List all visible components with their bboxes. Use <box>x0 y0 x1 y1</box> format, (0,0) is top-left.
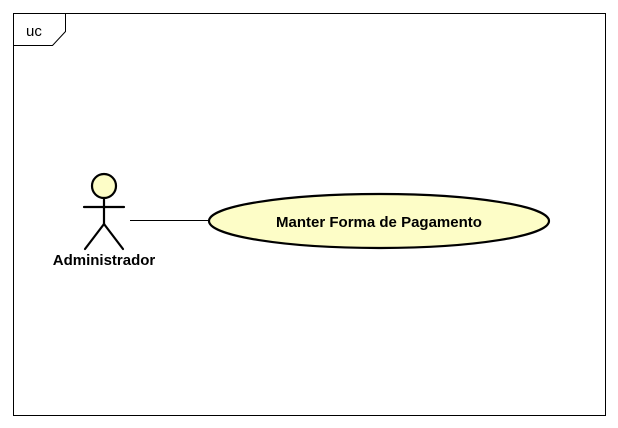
actor-label: Administrador <box>53 252 156 269</box>
actor-right-leg <box>102 222 125 251</box>
actor-head <box>90 172 118 200</box>
frame-tab-label: uc <box>26 23 42 40</box>
frame-tab <box>13 13 66 46</box>
actor-figure[interactable] <box>82 172 126 251</box>
use-case-label: Manter Forma de Pagamento <box>276 214 482 231</box>
actor-left-leg <box>83 222 106 251</box>
use-case-ellipse[interactable] <box>207 192 551 250</box>
